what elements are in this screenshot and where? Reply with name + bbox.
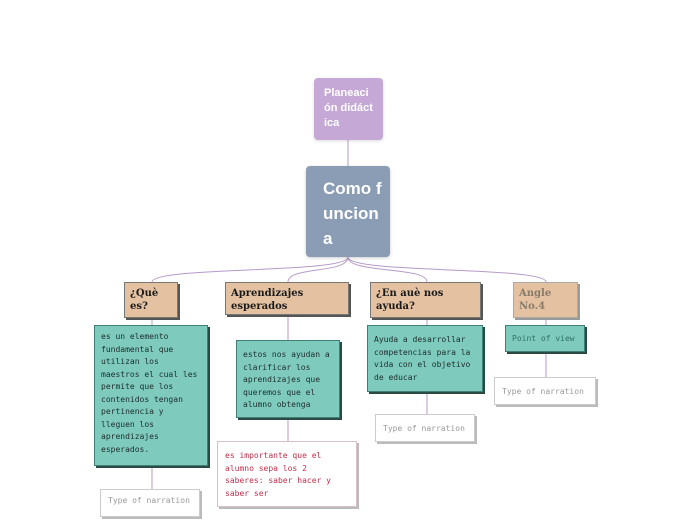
topic-en-aue[interactable]: ¿En auè nos ayuda? (370, 282, 481, 318)
detail-que-es-narration[interactable]: Type of narration (100, 489, 200, 517)
detail-en-aue-narration[interactable]: Type of narration (375, 414, 475, 442)
detail-angle-narration[interactable]: Type of narration (494, 377, 596, 405)
connector-root-aprendizajes (287, 256, 349, 283)
connector-root-que-es (151, 256, 349, 283)
detail-angle-point-of-view[interactable]: Point of view (505, 325, 585, 352)
root-node[interactable]: Como funciona (306, 166, 390, 257)
connector-root-angle (347, 256, 547, 283)
connector-root-en-aue (347, 256, 428, 283)
detail-en-aue-purpose[interactable]: Ayuda a desarrollar competencias para la… (367, 325, 483, 392)
detail-aprendizajes-purpose[interactable]: estos nos ayudan a clarificar los aprend… (236, 340, 340, 418)
detail-aprendizajes-saberes[interactable]: es importante que el alumno sepa los 2 s… (217, 441, 357, 507)
detail-que-es-definition[interactable]: es un elemento fundamental que utilizan … (94, 325, 208, 466)
topic-que-es[interactable]: ¿Què es? (124, 282, 178, 318)
planeacion-node[interactable]: Planeación didáctica (314, 78, 383, 140)
topic-angle[interactable]: Angle No.4 (513, 282, 578, 318)
topic-aprendizajes[interactable]: Aprendizajes esperados (225, 282, 349, 315)
